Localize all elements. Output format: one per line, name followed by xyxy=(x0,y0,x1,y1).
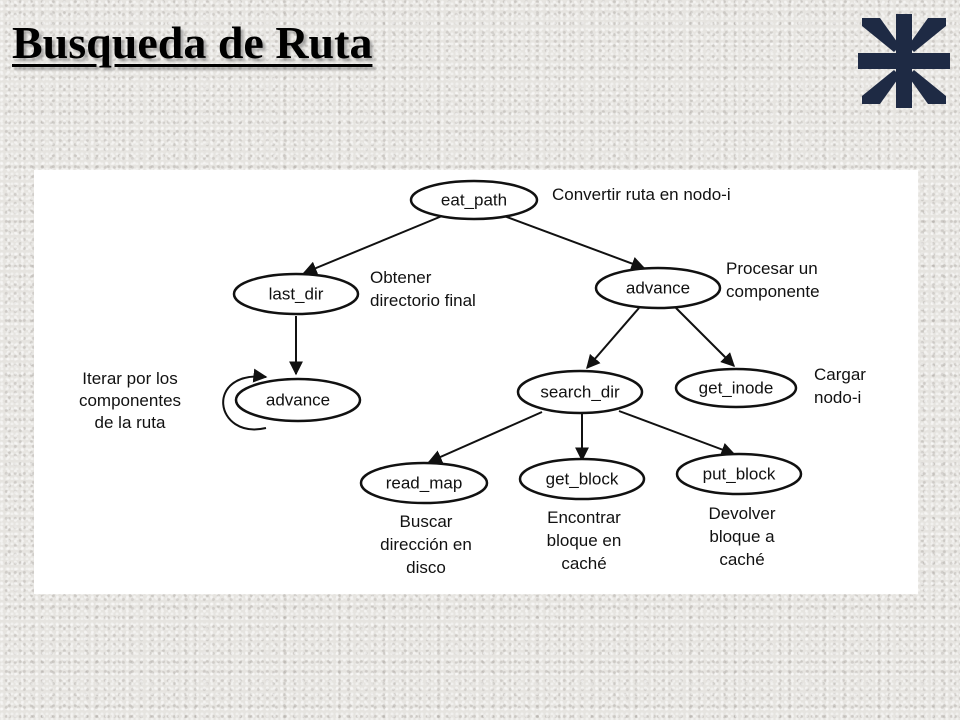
desc-read_map-line3: disco xyxy=(406,558,446,577)
utn-logo-icon xyxy=(858,14,950,108)
node-label-advance-main: advance xyxy=(626,279,690,298)
node-advance-loop xyxy=(234,377,362,423)
desc-advance-loop-line1: Iterar por los xyxy=(82,369,177,388)
loop-edge-advance xyxy=(222,368,268,431)
desc-eat_path-line1: Convertir ruta en nodo-i xyxy=(552,185,731,204)
desc-get_inode-line2: nodo-i xyxy=(814,388,861,407)
desc-get_inode-line1: Cargar xyxy=(814,365,866,384)
node-label-get_block: get_block xyxy=(546,470,619,489)
edge-advance-get_inode xyxy=(675,307,735,367)
node-label-advance-loop: advance xyxy=(266,391,330,410)
desc-get_block-line1: Encontrar xyxy=(547,508,621,527)
node-advance-main xyxy=(594,266,722,310)
diagram-panel: eat_path last_dir advance advance search… xyxy=(34,170,918,594)
edge-eat_path-advance xyxy=(503,215,646,271)
desc-read_map-line2: dirección en xyxy=(380,535,472,554)
desc-advance-main-line2: componente xyxy=(726,282,820,301)
node-label-put_block: put_block xyxy=(703,465,776,484)
node-label-last_dir: last_dir xyxy=(269,285,324,304)
desc-read_map-line1: Buscar xyxy=(400,512,453,531)
node-eat_path xyxy=(409,179,539,221)
desc-last_dir-line2: directorio final xyxy=(370,291,476,310)
desc-put_block-line1: Devolver xyxy=(708,504,775,523)
node-get_inode xyxy=(674,367,798,409)
node-label-read_map: read_map xyxy=(386,474,463,493)
desc-advance-loop-line3: de la ruta xyxy=(95,413,166,432)
edge-eat_path-last_dir xyxy=(302,215,443,275)
call-tree-diagram: eat_path last_dir advance advance search… xyxy=(79,179,866,577)
desc-get_block-line2: bloque en xyxy=(547,531,622,550)
node-search_dir xyxy=(516,369,644,415)
node-put_block xyxy=(675,452,803,496)
node-read_map xyxy=(359,461,489,505)
node-label-get_inode: get_inode xyxy=(699,379,774,398)
desc-put_block-line3: caché xyxy=(719,550,764,569)
edge-advance-search_dir xyxy=(586,307,640,370)
desc-last_dir-line1: Obtener xyxy=(370,268,432,287)
desc-put_block-line2: bloque a xyxy=(709,527,775,546)
desc-advance-loop-line2: componentes xyxy=(79,391,181,410)
node-last_dir xyxy=(232,272,360,316)
edge-search_dir-put_block xyxy=(618,410,736,457)
node-get_block xyxy=(518,457,646,501)
node-label-search_dir: search_dir xyxy=(540,383,620,402)
edge-search_dir-read_map xyxy=(427,411,543,464)
desc-get_block-line3: caché xyxy=(561,554,606,573)
slide-title: Busqueda de Ruta xyxy=(12,17,373,68)
desc-advance-main-line1: Procesar un xyxy=(726,259,818,278)
node-label-eat_path: eat_path xyxy=(441,191,507,210)
